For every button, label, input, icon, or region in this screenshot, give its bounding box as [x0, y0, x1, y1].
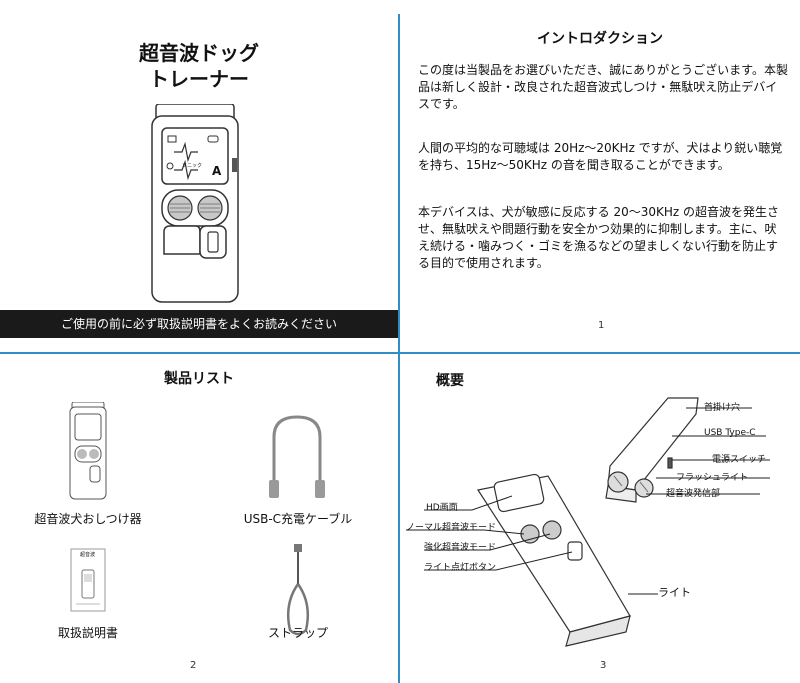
overview-diagram	[406, 397, 770, 647]
callout-usb-type-c: USB Type-C	[704, 428, 756, 438]
page-number: 3	[600, 660, 607, 671]
vertical-divider	[398, 14, 400, 683]
product-list-title: 製品リスト	[164, 371, 234, 387]
product-item-label: ストラップ	[267, 626, 328, 640]
product-item-label: USB-C充電ケーブル	[243, 512, 353, 526]
product-list-page: 製品リスト 超音波犬おしつけ器 USB-C充電ケーブル 超音波 取扱説明書	[0, 354, 398, 683]
page-number: 2	[190, 660, 197, 671]
intro-title: イントロダクション	[537, 31, 663, 47]
product-item-label: 取扱説明書	[57, 626, 118, 640]
product-device-image	[69, 402, 107, 500]
cover-page: 超音波ドッグ トレーナー ソニック A ご使用の前	[0, 0, 398, 352]
callout-light-button: ライト点灯ボタン	[424, 563, 497, 573]
horizontal-divider	[0, 352, 800, 354]
screen-mode-text: ソニック	[182, 163, 203, 169]
intro-paragraph: この度は当製品をお選びいただき、誠にありがとうございます。本製品は新しく設計・改…	[418, 63, 788, 111]
overview-page: 概要	[400, 354, 800, 683]
callout-enhanced-mode: 強化超音波モード	[424, 543, 497, 553]
intro-paragraph: 人間の平均的な可聴域は 20Hz〜20KHz ですが、犬はより鋭い聴覚を持ち、1…	[418, 141, 783, 172]
callout-ultrasonic-emitter: 超音波発信部	[666, 489, 721, 499]
page-number: 1	[598, 320, 605, 331]
intro-paragraph: 本デバイスは、犬が敏感に反応する 20〜30KHz の超音波を発生させ、無駄吠え…	[418, 205, 780, 270]
callout-normal-mode: ノーマル超音波モード	[406, 523, 497, 533]
cover-title-line2: トレーナー	[149, 67, 249, 91]
strap-image	[287, 544, 309, 636]
device-illustration	[151, 104, 239, 303]
cover-title-line1: 超音波ドッグ	[139, 41, 259, 65]
usb-cable-image	[269, 415, 325, 498]
cover-banner: ご使用の前に必ず取扱説明書をよくお読みください	[0, 310, 398, 338]
product-item-label: 超音波犬おしつけ器	[34, 512, 142, 526]
callout-hd-screen: HD画面	[426, 503, 458, 513]
screen-mode-letter: A	[212, 164, 222, 178]
callout-neck-hole: 首掛け穴	[704, 403, 741, 413]
callout-flashlight: フラッシュライト	[676, 473, 749, 483]
callout-power-switch: 電源スイッチ	[712, 455, 767, 465]
intro-page: イントロダクション この度は当製品をお選びいただき、誠にありがとうございます。本…	[400, 0, 800, 352]
manual-image	[70, 548, 106, 612]
callout-light: ライト	[658, 586, 691, 599]
overview-title: 概要	[436, 373, 464, 389]
manual-cover-text: 超音波	[80, 552, 96, 558]
